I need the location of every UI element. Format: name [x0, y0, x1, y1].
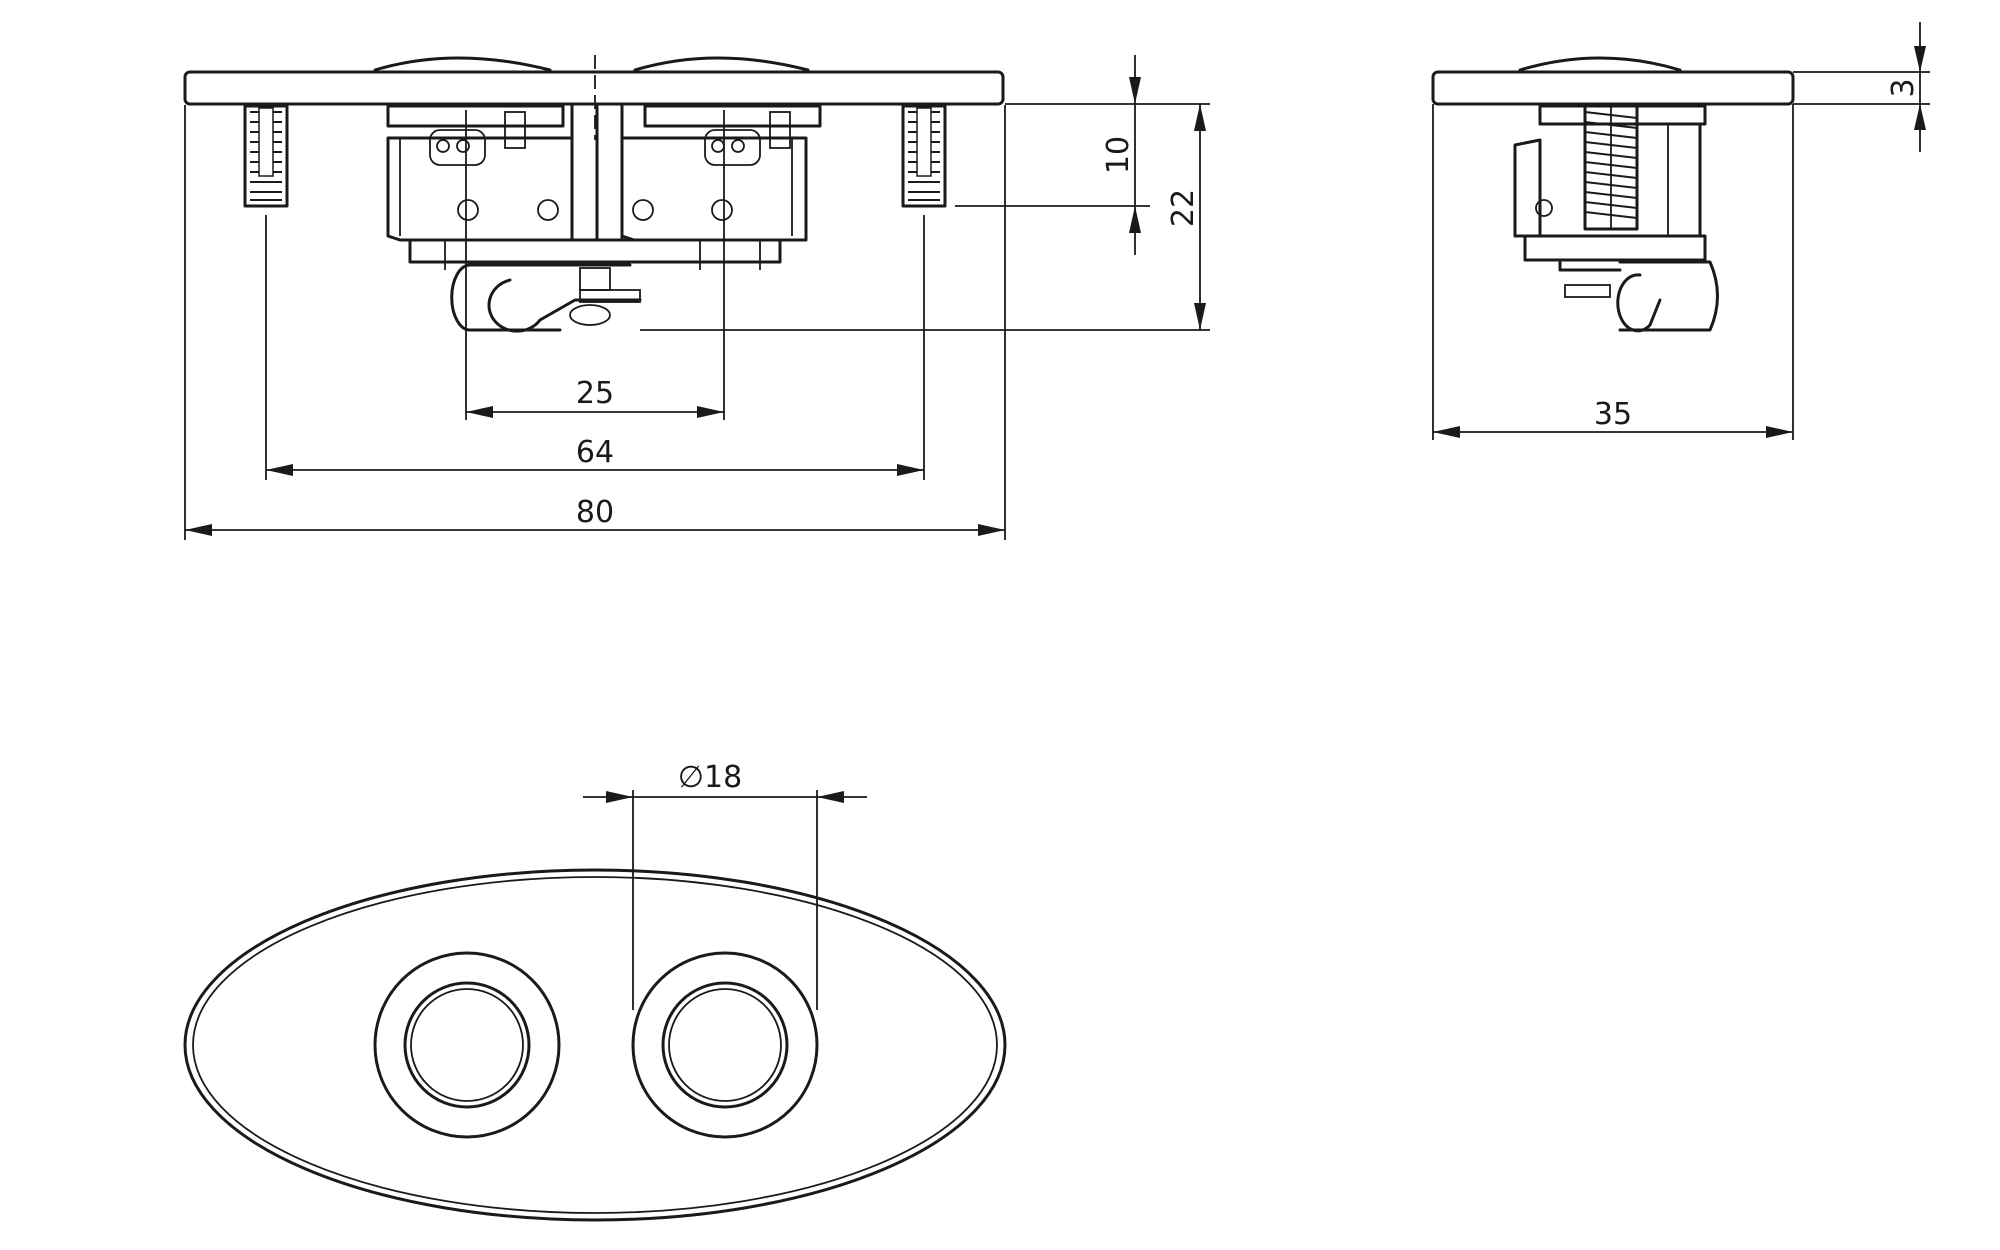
dim-side-width: 35 — [1433, 397, 1793, 438]
dim-button-diameter-label: ∅18 — [678, 760, 742, 795]
dim-depth-to-screw-label: 10 — [1101, 136, 1136, 174]
right-button — [631, 951, 819, 1139]
side-view — [1431, 56, 1795, 333]
dim-button-spacing: 25 — [466, 376, 724, 418]
left-button — [373, 951, 561, 1139]
front-view — [183, 55, 1005, 333]
dim-side-width-label: 35 — [1594, 397, 1632, 432]
dim-width-total-label: 80 — [576, 495, 614, 530]
dim-plate-thickness-label: 3 — [1886, 78, 1921, 97]
dim-mount-spacing: 64 — [266, 435, 924, 476]
dim-mount-spacing-label: 64 — [576, 435, 614, 470]
side-extension-lines — [1432, 71, 1930, 440]
dim-plate-thickness: 3 — [1886, 22, 1926, 152]
front-extension-lines — [184, 103, 1210, 540]
dim-width-total: 80 — [185, 495, 1005, 536]
dim-button-spacing-label: 25 — [576, 376, 614, 411]
dim-depth-to-screw: 10 — [1101, 55, 1141, 255]
dim-depth-total: 22 — [1166, 104, 1206, 330]
dim-button-diameter: ∅18 — [583, 760, 867, 803]
top-view — [183, 790, 1007, 1222]
dim-depth-total-label: 22 — [1166, 189, 1201, 227]
